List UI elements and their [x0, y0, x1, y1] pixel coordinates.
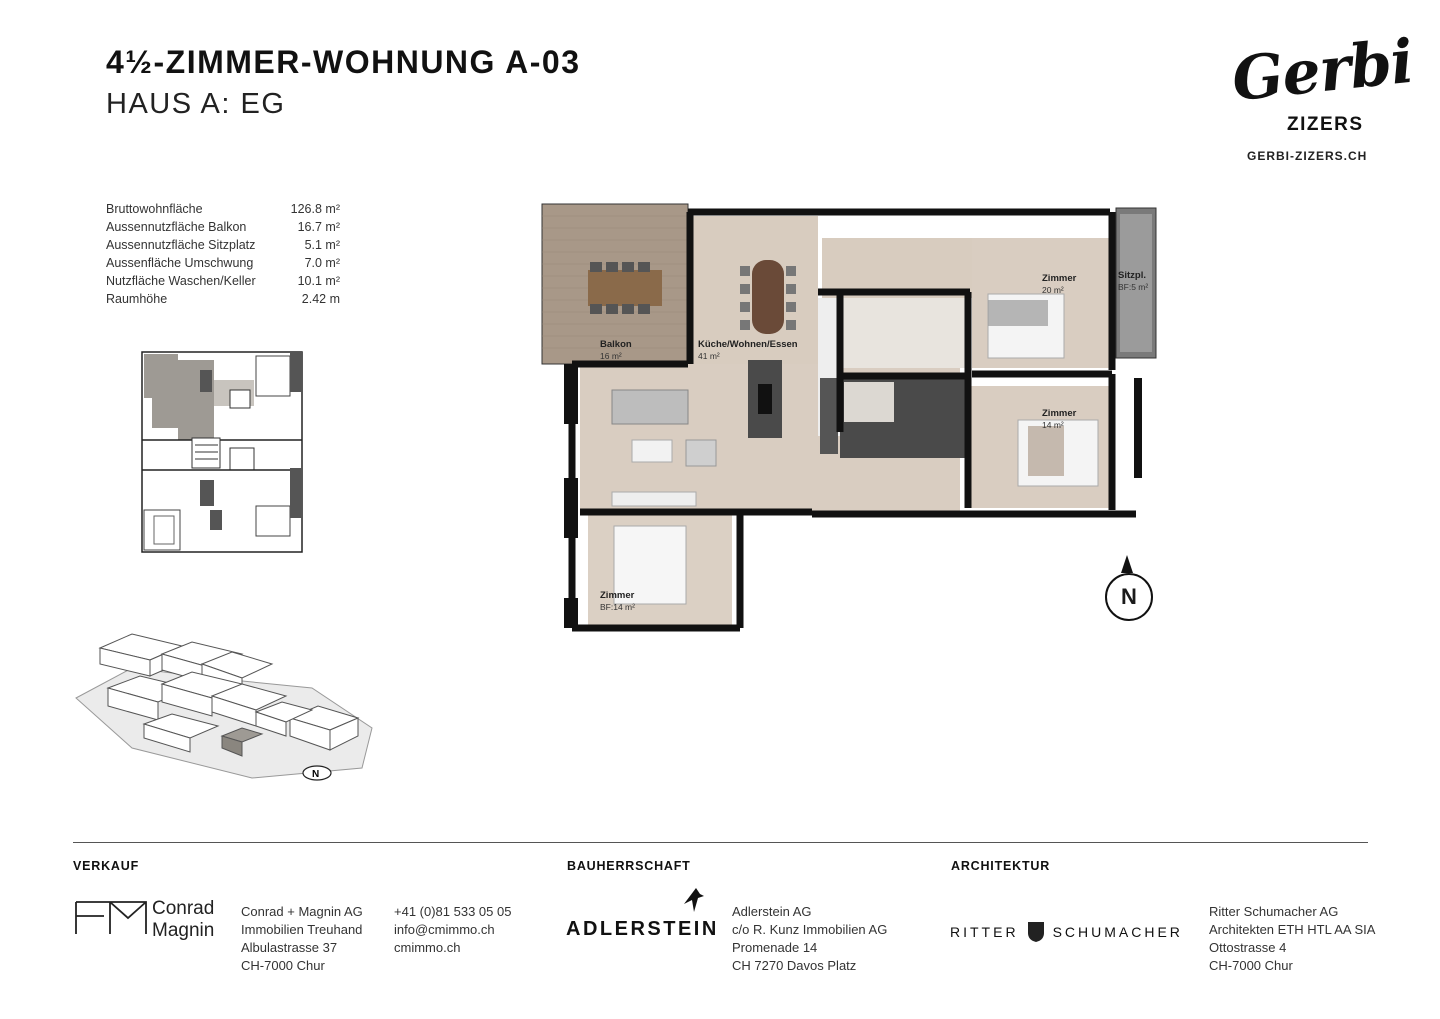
room-area-zimmer-1: 20 m²	[1042, 285, 1064, 295]
room-label-balkon: Balkon	[600, 339, 632, 350]
room-label-zimmer-2: Zimmer	[1042, 408, 1077, 419]
room-label-sitzplatz: Sitzpl.	[1118, 270, 1146, 281]
website-link[interactable]: GERBI-ZIZERS.CH	[1247, 149, 1368, 163]
room-area-balkon: 16 m²	[600, 351, 622, 361]
key-plan	[141, 351, 303, 553]
phone-link[interactable]: +41 (0)81 533 05 05	[394, 904, 512, 919]
north-arrow-icon	[1121, 555, 1133, 573]
sitzplatz-area	[1115, 207, 1157, 359]
gerbi-logo: Gerbi	[1228, 26, 1416, 116]
room-area-zimmer-3: BF:14 m²	[600, 602, 635, 612]
bed-zimmer-3	[613, 525, 687, 605]
email-link[interactable]: info@cmimmo.ch	[394, 922, 495, 937]
section-heading-architektur: ARCHITEKTUR	[951, 859, 1051, 873]
adlerstein-logo: ADLERSTEIN	[566, 918, 719, 940]
dining-table	[752, 260, 784, 334]
ritter-schumacher-logo: RITTER SCHUMACHER	[950, 921, 1183, 943]
conrad-magnin-logo-mark	[75, 901, 147, 934]
bauherrschaft-address: Adlerstein AG c/o R. Kunz Immobilien AG …	[732, 904, 888, 973]
shield-icon	[1027, 922, 1044, 942]
conrad-magnin-logo-text: Conrad Magnin	[152, 898, 215, 941]
room-area-zimmer-2: 14 m²	[1042, 420, 1064, 430]
footer-divider	[73, 842, 1368, 843]
key-plan-highlight	[144, 354, 178, 398]
room-area-kueche: 41 m²	[698, 351, 720, 361]
site-axonometric: N	[75, 633, 373, 781]
verkauf-address: Conrad + Magnin AG Immobilien Treuhand A…	[241, 904, 363, 973]
balkon-dining-set	[588, 262, 662, 314]
room-label-zimmer-1: Zimmer	[1042, 273, 1077, 284]
verkauf-contact: +41 (0)81 533 05 05 info@cmimmo.ch cmimm…	[394, 903, 511, 957]
site-north-label: N	[312, 769, 319, 780]
north-compass: N	[1105, 573, 1153, 621]
room-area-sitzplatz: BF:5 m²	[1118, 282, 1148, 292]
architektur-address: Ritter Schumacher AG Architekten ETH HTL…	[1209, 904, 1376, 973]
gerbi-logo-place: ZIZERS	[1287, 114, 1364, 135]
section-heading-verkauf: VERKAUF	[73, 859, 140, 873]
website-link-cmimmo[interactable]: cmimmo.ch	[394, 940, 461, 955]
room-label-zimmer-3: Zimmer	[600, 590, 635, 601]
section-heading-bauherrschaft: BAUHERRSCHAFT	[567, 859, 691, 873]
floor-plan: Balkon 16 m² Küche/Wohnen/Essen 41 m² Zi…	[541, 203, 1157, 632]
page-subtitle: HAUS A: EG	[106, 88, 286, 120]
eagle-icon	[684, 888, 704, 912]
page-title: 4½-ZIMMER-WOHNUNG A-03	[106, 44, 581, 80]
sofa	[611, 389, 689, 425]
room-label-kueche: Küche/Wohnen/Essen	[698, 339, 798, 350]
